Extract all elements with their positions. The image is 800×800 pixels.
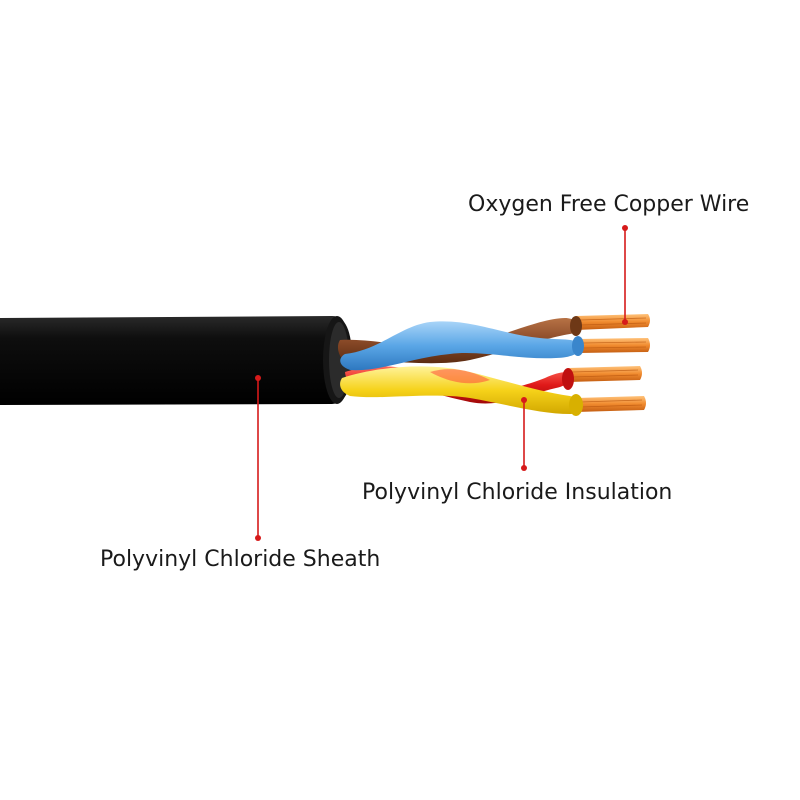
leader-lines bbox=[255, 225, 628, 541]
insulation-label: Polyvinyl Chloride Insulation bbox=[362, 480, 673, 505]
copper-strands bbox=[568, 314, 650, 412]
insulated-conductors bbox=[337, 316, 584, 416]
sheath bbox=[0, 316, 352, 405]
sheath-label: Polyvinyl Chloride Sheath bbox=[100, 547, 381, 572]
copper-wire-label: Oxygen Free Copper Wire bbox=[468, 192, 750, 217]
